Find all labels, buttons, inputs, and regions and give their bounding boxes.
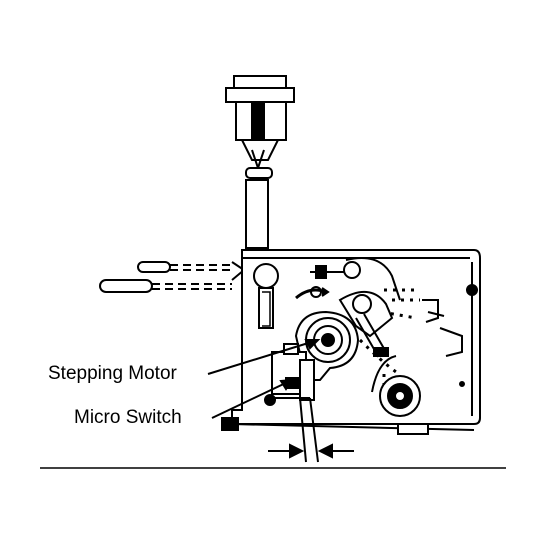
wire-harness bbox=[99, 261, 246, 293]
vertical-shaft bbox=[245, 179, 269, 249]
lamp-bulb bbox=[253, 263, 279, 329]
leader-lines bbox=[207, 339, 321, 419]
hidden-linkage-dotted bbox=[358, 288, 420, 400]
lower-roller bbox=[371, 355, 421, 417]
gap-indicator-arrows bbox=[268, 397, 354, 463]
right-bracket bbox=[422, 284, 478, 387]
cam-lever-assembly bbox=[338, 291, 394, 358]
micro-switch-label: Micro Switch bbox=[74, 407, 182, 428]
stepping-motor-label: Stepping Motor bbox=[48, 363, 177, 384]
connector-plug bbox=[225, 75, 295, 179]
top-linkage bbox=[295, 257, 401, 301]
